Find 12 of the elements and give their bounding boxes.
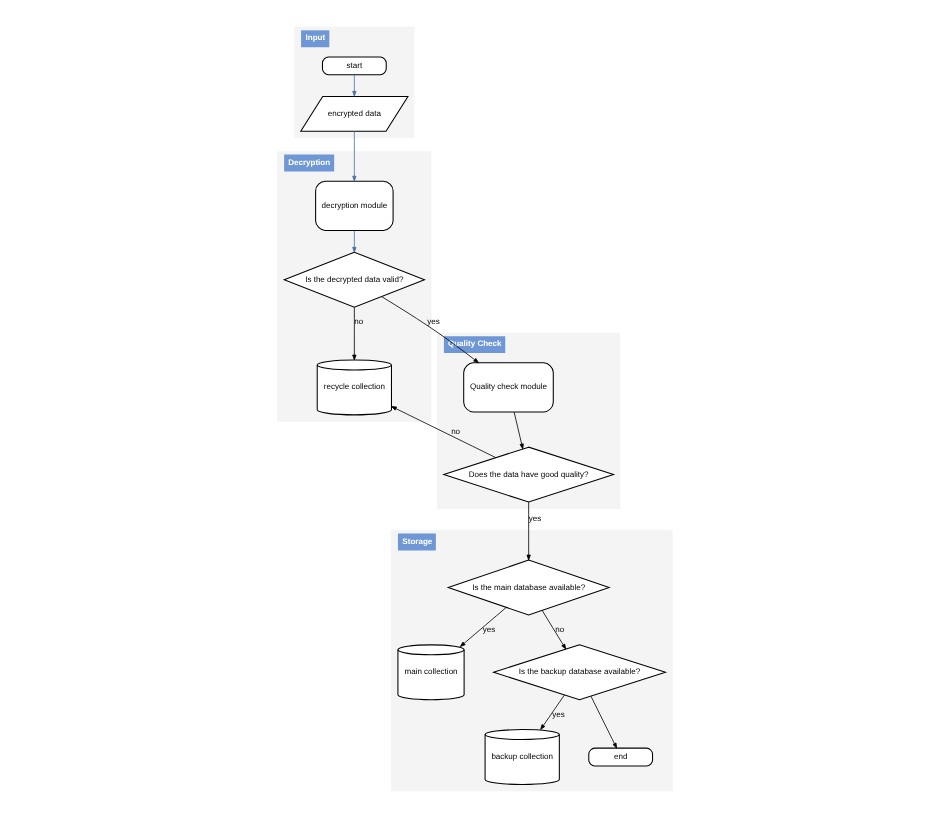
arrow <box>539 694 564 730</box>
arrow <box>351 306 356 361</box>
arrow <box>380 296 478 364</box>
arrow <box>458 607 506 647</box>
arrow <box>390 406 496 459</box>
arrow <box>512 411 523 450</box>
arrow <box>525 501 530 561</box>
arrow <box>351 230 356 253</box>
arrow <box>351 130 356 182</box>
arrow <box>540 610 566 650</box>
arrow <box>351 74 356 97</box>
arrow <box>589 695 617 749</box>
